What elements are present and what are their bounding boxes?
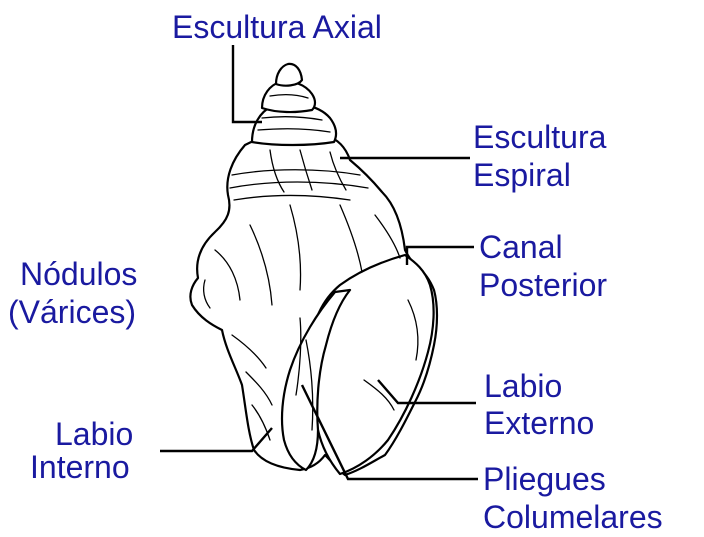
label-escultura-espiral-line2: Espiral bbox=[473, 157, 571, 193]
spire-apex bbox=[276, 64, 302, 86]
label-escultura-axial: Escultura Axial bbox=[172, 9, 382, 45]
label-nodulos-line2: (Várices) bbox=[8, 294, 136, 330]
leader-canal-posterior bbox=[407, 247, 474, 265]
label-labio-interno-line1: Labio bbox=[55, 416, 133, 452]
label-nodulos-line1: Nódulos bbox=[20, 256, 137, 292]
label-canal-posterior-line2: Posterior bbox=[479, 267, 607, 303]
label-pliegues-line1: Pliegues bbox=[483, 461, 606, 497]
label-labio-externo-line1: Labio bbox=[484, 368, 562, 404]
label-labio-externo-line2: Externo bbox=[484, 405, 594, 441]
label-canal-posterior-line1: Canal bbox=[479, 229, 563, 265]
label-labio-interno-line2: Interno bbox=[30, 449, 130, 485]
label-escultura-espiral-line1: Escultura bbox=[473, 119, 607, 155]
label-pliegues-line2: Columelares bbox=[483, 499, 663, 535]
leader-escultura-axial bbox=[233, 45, 262, 122]
shell-illustration bbox=[190, 64, 437, 475]
